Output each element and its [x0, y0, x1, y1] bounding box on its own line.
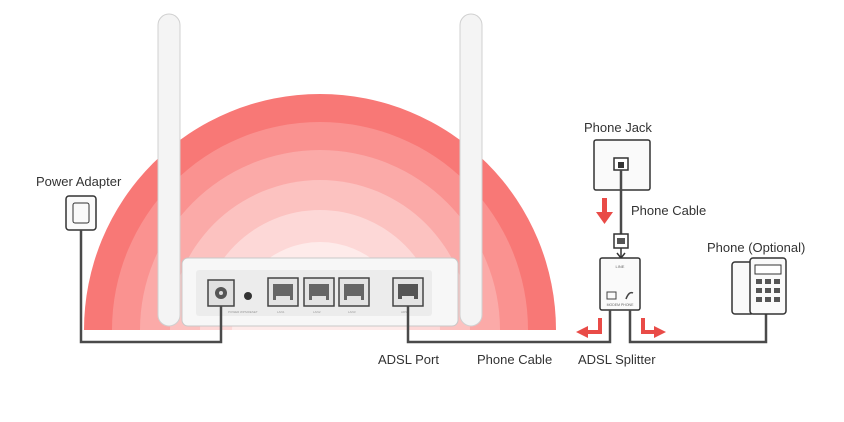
lan-port-2-icon — [303, 277, 335, 307]
left-antenna-icon — [157, 13, 181, 327]
reset-button-icon — [244, 292, 252, 300]
adsl-splitter-label: ADSL Splitter — [578, 352, 656, 367]
splitter-line-label: LINE — [616, 264, 625, 269]
lan-port-3-icon — [338, 277, 370, 307]
left-arrow-icon — [576, 318, 602, 338]
right-antenna-icon — [459, 13, 483, 327]
router-icon: POWER WPS/RESET LAN1 LAN2 LAN3 ADSL — [181, 257, 459, 327]
phone-cable-bottom-label: Phone Cable — [477, 352, 553, 367]
port-label-adsl: ADSL — [401, 310, 409, 314]
port-label-wps-reset: WPS/RESET — [240, 310, 258, 314]
lan-port-1-icon — [267, 277, 299, 307]
adsl-splitter-icon: LINE MODEM PHONE — [599, 257, 641, 311]
splitter-modem-phone-label: MODEM PHONE — [607, 303, 635, 307]
phone-cable-splitter-to-phone — [628, 310, 768, 344]
power-adapter-icon — [65, 195, 97, 231]
port-label-lan3: LAN3 — [348, 310, 356, 314]
power-cable — [79, 230, 223, 344]
port-label-power: POWER — [228, 310, 240, 314]
port-label-lan2: LAN2 — [313, 310, 321, 314]
adsl-port-label: ADSL Port — [378, 352, 439, 367]
right-arrow-icon — [641, 318, 666, 338]
telephone-icon — [731, 257, 787, 315]
phone-cable-splitter-to-router — [406, 306, 612, 344]
adsl-port-icon — [392, 277, 424, 307]
phone-cable-top-label: Phone Cable — [631, 203, 707, 218]
port-label-lan1: LAN1 — [277, 310, 285, 314]
power-adapter-label: Power Adapter — [36, 174, 122, 189]
down-arrow-icon — [596, 198, 613, 224]
phone-optional-label: Phone (Optional) — [707, 240, 806, 255]
rj11-plug-icon — [613, 233, 629, 249]
phone-jack-label: Phone Jack — [584, 120, 652, 135]
